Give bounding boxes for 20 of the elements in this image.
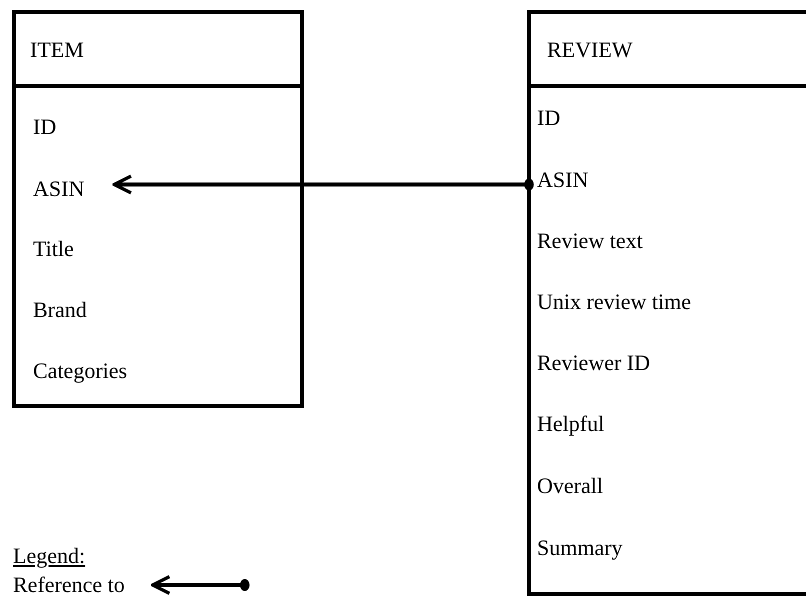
legend-text: Reference to xyxy=(13,572,125,598)
table-name: ITEM xyxy=(30,37,84,63)
field-name: ASIN xyxy=(33,176,84,202)
field-name: Summary xyxy=(537,535,623,561)
field-name: Title xyxy=(33,236,74,262)
field-name: ASIN xyxy=(537,167,588,193)
field-name: Reviewer ID xyxy=(537,350,650,376)
field-name: Overall xyxy=(537,473,603,499)
table-box xyxy=(527,10,806,596)
table-name: REVIEW xyxy=(547,37,633,63)
field-name: ID xyxy=(537,105,560,131)
field-name: Unix review time xyxy=(537,289,691,315)
field-name: Review text xyxy=(537,228,643,254)
field-name: Helpful xyxy=(537,411,604,437)
legend-title: Legend: xyxy=(13,543,86,569)
table-box xyxy=(12,10,304,408)
field-name: ID xyxy=(33,114,56,140)
reference-arrow xyxy=(112,174,534,194)
field-name: Categories xyxy=(33,358,128,384)
field-name: Brand xyxy=(33,297,87,323)
